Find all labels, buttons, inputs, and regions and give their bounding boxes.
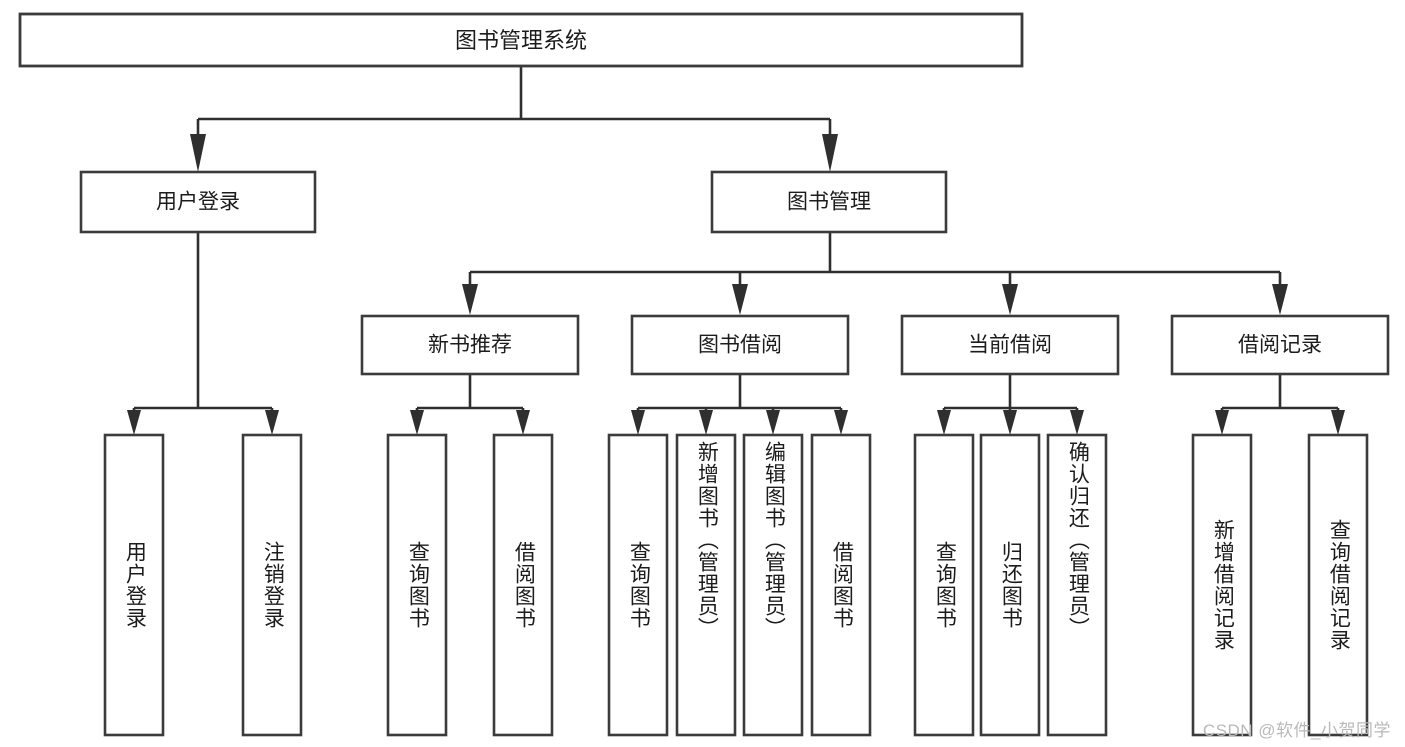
leaf-borrow-book-box[interactable]	[810, 433, 872, 737]
node-new-book-recommend-label: 新书推荐	[428, 334, 512, 357]
connector-layer	[127, 66, 1345, 435]
arrow-to-leaf-logout	[265, 410, 279, 435]
node-user-login-box[interactable]	[79, 170, 317, 234]
node-borrow-record-box[interactable]	[1170, 314, 1390, 376]
leaf-return-book-box[interactable]	[979, 433, 1041, 737]
arrow-current-borrow-leaf-1	[937, 410, 951, 435]
leaf-borrow-book-recommend-box[interactable]	[492, 433, 554, 737]
leaf-query-book-recommend-box[interactable]	[386, 433, 448, 737]
arrow-new-book-leaf-2	[516, 410, 530, 435]
node-book-borrow-box[interactable]	[630, 314, 850, 376]
leaf-add-book-box[interactable]	[675, 433, 737, 737]
arrow-to-borrow-record	[1272, 284, 1288, 315]
node-current-borrow-label: 当前借阅	[968, 334, 1052, 357]
arrow-book-borrow-leaf-4	[834, 410, 848, 435]
arrow-borrow-record-leaf-2	[1331, 410, 1345, 435]
leaf-query-borrow-record-box[interactable]	[1307, 433, 1369, 737]
node-root-label: 图书管理系统	[455, 28, 587, 53]
node-current-borrow-box[interactable]	[900, 314, 1120, 376]
arrow-book-borrow-leaf-2	[699, 410, 713, 435]
arrow-new-book-leaf-1	[410, 410, 424, 435]
node-borrow-record-label: 借阅记录	[1238, 334, 1322, 357]
arrow-current-borrow-leaf-3	[1070, 410, 1084, 435]
node-layer: 图书管理系统 用户登录 图书管理 新书推荐 图书借阅 当前借阅 借阅记录	[18, 12, 1390, 737]
arrow-current-borrow-leaf-2	[1003, 410, 1017, 435]
leaf-query-book-current-box[interactable]	[913, 433, 975, 737]
leaf-add-borrow-record-box[interactable]	[1191, 433, 1253, 737]
node-user-login-label: 用户登录	[156, 191, 240, 214]
node-new-book-recommend-box[interactable]	[360, 314, 580, 376]
node-book-borrow-label: 图书借阅	[698, 334, 782, 357]
arrow-book-borrow-leaf-1	[631, 410, 645, 435]
arrow-to-book-borrow	[732, 284, 748, 315]
node-book-manage-box[interactable]	[710, 170, 948, 234]
arrow-to-book-manage	[822, 134, 838, 172]
arrow-to-leaf-user-login	[127, 410, 141, 435]
arrow-to-current-borrow	[1002, 284, 1018, 315]
leaf-user-login-box[interactable]	[103, 433, 165, 737]
arrow-to-new-book-recommend	[462, 284, 478, 315]
leaf-logout-box[interactable]	[241, 433, 303, 737]
node-root-box[interactable]	[18, 12, 1024, 68]
arrow-to-user-login	[190, 134, 206, 172]
leaf-query-book-borrow-box[interactable]	[607, 433, 669, 737]
arrow-borrow-record-leaf-1	[1215, 410, 1229, 435]
leaf-edit-book-box[interactable]	[742, 433, 804, 737]
node-book-manage-label: 图书管理	[787, 191, 871, 214]
leaf-confirm-return-box[interactable]	[1046, 433, 1108, 737]
arrow-book-borrow-leaf-3	[766, 410, 780, 435]
